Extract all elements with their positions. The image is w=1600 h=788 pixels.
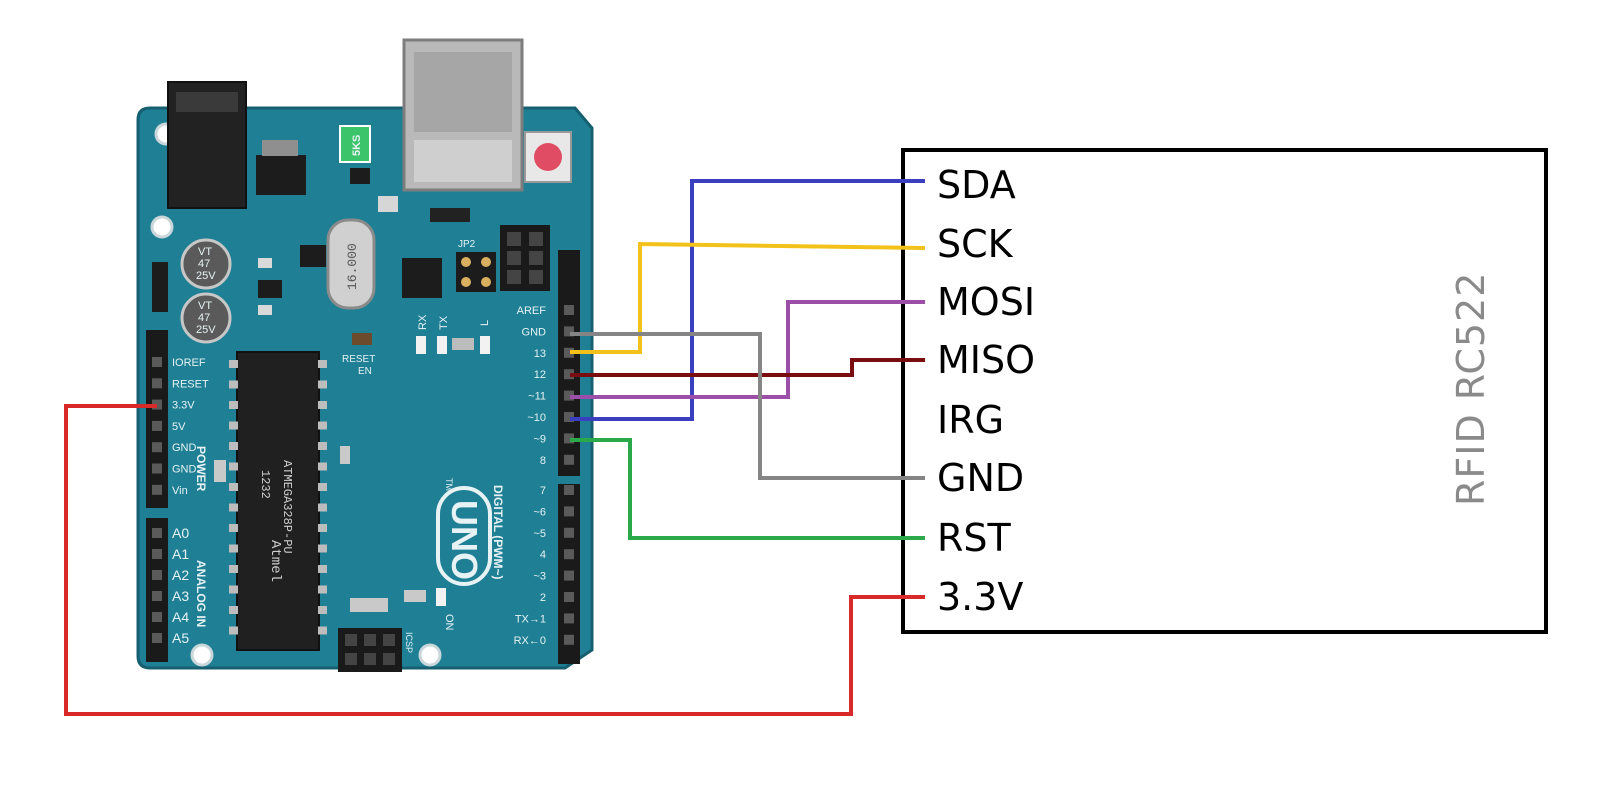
digital-pin-label: AREF [517, 305, 547, 317]
power-pin-label: Vin [172, 485, 188, 497]
svg-text:TM: TM [444, 478, 454, 491]
chip-code: 1232 [258, 470, 272, 499]
jp2-label: JP2 [458, 239, 476, 250]
digital-pin-label: RX←0 [514, 635, 546, 647]
rfid-pin-irg: IRG [937, 398, 1004, 442]
tx-led [437, 336, 447, 354]
power-pin-label: GND [172, 464, 197, 476]
digital-pin-label: 8 [540, 455, 546, 467]
arduino-uno-board: 5KS JP2 16.000 VT 47 25V [136, 38, 594, 672]
reset-en-sub: EN [358, 366, 372, 377]
digital-pin-label: ~5 [533, 528, 546, 540]
digital-pin-label: ~11 [528, 391, 546, 403]
power-pin-label: IOREF [172, 357, 206, 369]
wires [64, 179, 926, 716]
svg-text:25V: 25V [196, 324, 216, 336]
voltage-regulator [256, 155, 306, 195]
rfid-pin-gnd: GND [937, 456, 1024, 500]
analog-pin-label: A1 [172, 546, 189, 562]
capacitor: VT 47 25V [180, 238, 232, 290]
l-led [480, 336, 490, 354]
digital-pin-label: 2 [540, 592, 546, 604]
wire-rst [570, 438, 925, 540]
rfid-pin-rst: RST [937, 516, 1012, 560]
digital-pin-label: 7 [540, 485, 546, 497]
analog-pin-label: A2 [172, 567, 189, 583]
mounting-hole [150, 215, 174, 239]
wire-sda [570, 179, 925, 421]
atmega-chip [236, 351, 320, 651]
digital-pin-label: 4 [540, 549, 546, 561]
wire-sck [570, 241, 926, 354]
rx-led [416, 336, 426, 354]
digital-pin-label: ~3 [533, 571, 546, 583]
svg-text:25V: 25V [196, 270, 216, 282]
l-label: L [479, 320, 491, 326]
analog-pin-label: A5 [172, 630, 189, 646]
digital-pin-label: ~10 [527, 412, 546, 424]
digital-pin-label: ~6 [533, 506, 546, 518]
wire-miso [570, 358, 925, 377]
rfid-title: RFID RC522 [1449, 272, 1493, 506]
fuse-label: 5KS [351, 135, 363, 156]
mounting-hole [190, 643, 214, 667]
power-header [146, 330, 168, 508]
fuse [339, 125, 371, 163]
digital-pin-label: 13 [534, 348, 546, 360]
usb-interface-chip [402, 258, 442, 298]
power-pin-label: RESET [172, 378, 209, 390]
rfid-pin-sck: SCK [937, 222, 1014, 266]
power-pin-label: 3.3V [172, 400, 195, 412]
on-led [436, 588, 446, 606]
rfid-pin-miso: MISO [937, 338, 1035, 382]
digital-pin-label: TX→1 [515, 613, 546, 625]
chip-brand: Atmel [267, 540, 283, 582]
rfid-rc522-module: SDA SCK MOSI MISO IRG GND RST 3.3V RFID RC522 [901, 148, 1548, 634]
reset-en-label: RESET [342, 354, 375, 365]
rfid-outline [901, 148, 1548, 634]
analog-pin-label: A3 [172, 588, 189, 604]
crystal-label: 16.000 [345, 243, 360, 290]
rfid-pin-sda: SDA [937, 163, 1016, 207]
power-pin-label: 5V [172, 421, 186, 433]
svg-text:UNO: UNO [444, 500, 485, 580]
svg-text:47: 47 [198, 312, 210, 324]
power-title: POWER [194, 446, 208, 492]
wire-gnd [570, 332, 925, 480]
rfid-pin-33v: 3.3V [937, 575, 1023, 619]
analog-pin-label: A4 [172, 609, 189, 625]
tx-label: TX [438, 315, 450, 330]
mounting-hole [418, 643, 442, 667]
chip-model: ATMEGA328P-PU [280, 460, 294, 554]
digital-title: DIGITAL (PWM~) [491, 485, 505, 580]
digital-pin-label: 12 [534, 369, 546, 381]
wire-3v3 [64, 404, 925, 716]
svg-text:VT: VT [198, 300, 212, 312]
svg-text:47: 47 [198, 258, 210, 270]
jp2-header [456, 252, 496, 292]
rfid-pin-mosi: MOSI [937, 280, 1035, 324]
uno-logo: UNO TM [436, 478, 492, 586]
analog-header [146, 518, 168, 662]
power-pin-label: GND [172, 442, 197, 454]
wire-mosi [570, 300, 925, 399]
svg-text:VT: VT [198, 246, 212, 258]
analog-pin-label: A0 [172, 525, 189, 541]
icsp-label: ICSP [404, 632, 414, 653]
digital-pin-label: GND [522, 326, 547, 338]
on-label: ON [443, 614, 455, 631]
capacitor: VT 47 25V [180, 292, 232, 344]
digital-pin-label: ~9 [533, 433, 546, 445]
analog-title: ANALOG IN [194, 560, 208, 627]
crystal [326, 218, 376, 310]
rx-label: RX [417, 314, 429, 330]
